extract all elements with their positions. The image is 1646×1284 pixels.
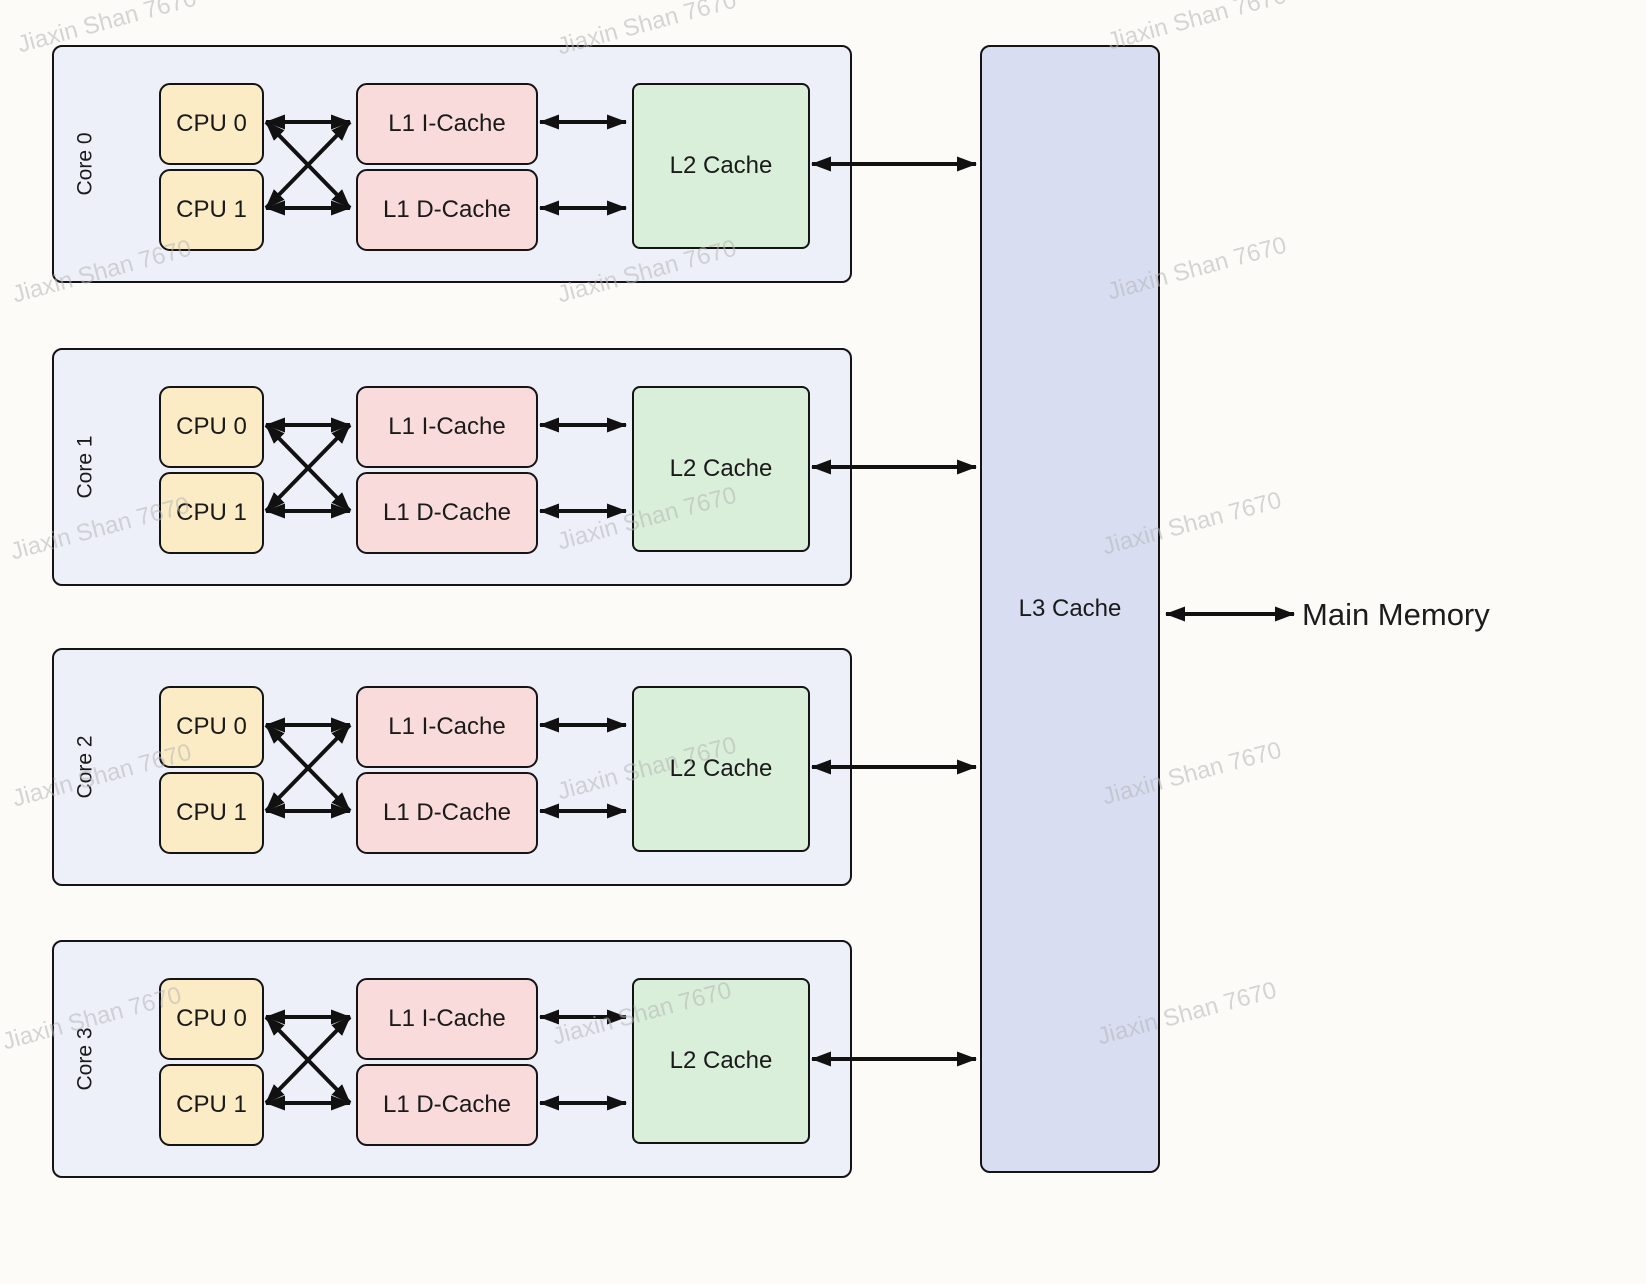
main-memory-label: Main Memory [1302,597,1490,632]
core-3-l1-dcache: L1 D-Cache [356,1064,538,1146]
core-0-label-wrap: Core 0 [54,47,118,281]
core-1: Core 1 CPU 0 CPU 1 L1 I-Cache L1 D-Cache… [52,348,852,586]
core-0-cpu-1: CPU 1 [159,169,264,251]
l3-cache-label: L3 Cache [1018,595,1122,622]
core-2-l2-cache: L2 Cache [632,686,810,852]
core-3: Core 3 CPU 0 CPU 1 L1 I-Cache L1 D-Cache… [52,940,852,1178]
core-2-cpu-0: CPU 0 [159,686,264,768]
core-3-label: Core 3 [74,1027,97,1091]
core-0-cpu-0: CPU 0 [159,83,264,165]
core-1-l1-icache: L1 I-Cache [356,386,538,468]
core-2-label: Core 2 [74,735,97,799]
core-3-cpu-0: CPU 0 [159,978,264,1060]
core-0-label: Core 0 [74,132,97,196]
core-0-l1-icache: L1 I-Cache [356,83,538,165]
core-1-cpu-1: CPU 1 [159,472,264,554]
core-3-label-wrap: Core 3 [54,942,118,1176]
core-2-l1-dcache: L1 D-Cache [356,772,538,854]
l3-cache: L3 Cache [980,45,1160,1173]
core-0-l2-cache: L2 Cache [632,83,810,249]
core-1-l2-cache: L2 Cache [632,386,810,552]
core-3-l2-cache: L2 Cache [632,978,810,1144]
core-1-l1-dcache: L1 D-Cache [356,472,538,554]
core-2-cpu-1: CPU 1 [159,772,264,854]
core-1-cpu-0: CPU 0 [159,386,264,468]
core-1-label: Core 1 [74,435,97,499]
core-2-label-wrap: Core 2 [54,650,118,884]
core-2-l1-icache: L1 I-Cache [356,686,538,768]
core-2: Core 2 CPU 0 CPU 1 L1 I-Cache L1 D-Cache… [52,648,852,886]
core-0: Core 0 CPU 0 CPU 1 L1 I-Cache L1 D-Cache… [52,45,852,283]
core-3-l1-icache: L1 I-Cache [356,978,538,1060]
core-0-l1-dcache: L1 D-Cache [356,169,538,251]
core-3-cpu-1: CPU 1 [159,1064,264,1146]
core-1-label-wrap: Core 1 [54,350,118,584]
